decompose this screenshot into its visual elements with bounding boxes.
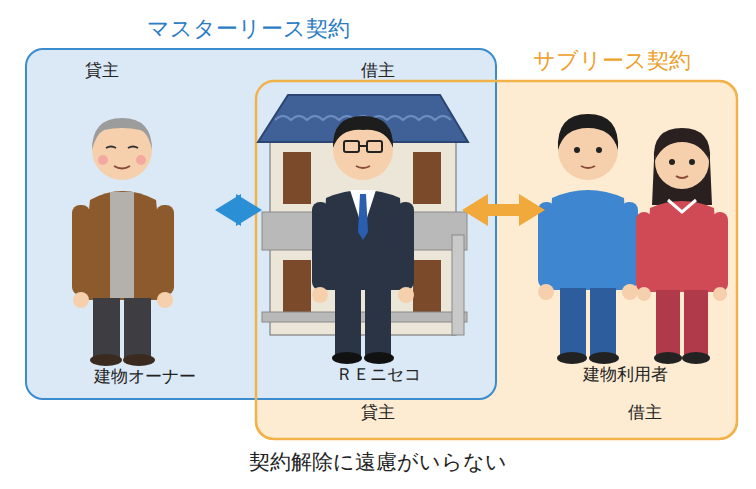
owner-figure-part: [123, 354, 155, 366]
contract-arrow: [215, 194, 262, 226]
owner-figure-part: [92, 120, 152, 180]
owner-figure-part: [110, 192, 134, 298]
apartment-building-part: [452, 235, 464, 335]
apartment-building-part: [275, 116, 451, 120]
agent-figure-part: [312, 202, 329, 290]
agent-figure-part: [350, 190, 376, 230]
user-woman-figure-part: [676, 176, 688, 178]
user-man-figure-part: [546, 190, 630, 290]
user-woman-figure-part: [713, 287, 727, 301]
user-man-figure-part: [558, 120, 618, 180]
owner-figure-part: [72, 205, 90, 295]
role-label: 借主: [361, 60, 395, 80]
role-label: 借主: [628, 402, 662, 422]
region-heading: サブリース契約: [533, 48, 691, 74]
contract-arrow: [462, 194, 545, 226]
user-woman-figure-part: [684, 290, 708, 356]
agent-figure-part: [335, 288, 361, 356]
agent-figure-part: [332, 352, 362, 364]
party-name: ＲＥニセコ: [336, 364, 421, 384]
agent-figure-part: [344, 141, 359, 152]
agent-figure-part: [359, 145, 367, 147]
party-name: 建物利用者: [583, 364, 668, 384]
apartment-building: [258, 95, 468, 335]
owner-figure-part: [106, 147, 138, 149]
user-man-figure-part: [558, 114, 618, 150]
user-woman-figure-part: [636, 212, 652, 292]
agent-figure-part: [358, 194, 368, 240]
user-man-figure-part: [590, 288, 616, 356]
owner-figure-part: [92, 118, 152, 150]
agent-figure-part: [365, 288, 391, 356]
apartment-building-part: [283, 152, 311, 204]
user-man-figure-part: [538, 202, 555, 288]
user-woman-figure-part: [652, 128, 712, 205]
user-man-figure-part: [557, 352, 587, 364]
agent-figure-part: [367, 141, 382, 152]
role-label: 貸主: [361, 402, 395, 422]
sublease-outline: [256, 81, 737, 439]
user-woman-figure-part: [644, 201, 720, 292]
agent-figure-part: [356, 166, 370, 168]
user-woman-figure-part: [654, 352, 682, 364]
agent-figure-part: [333, 120, 393, 180]
apartment-building-part: [258, 95, 468, 142]
owner-node: 貸主建物オーナー: [70, 58, 215, 392]
agent-figure-part: [320, 190, 406, 290]
user-woman-figure-part: [682, 352, 710, 364]
owner-figure-part: [93, 298, 120, 358]
agent-figure-part: [364, 352, 394, 364]
user-woman-figure-part: [655, 132, 709, 160]
diagram-caption: 契約解除に遠慮がいらない: [249, 450, 507, 475]
apartment-building-part: [262, 312, 467, 322]
agent-figure-part: [398, 287, 414, 303]
party-name: 建物オーナー: [94, 366, 196, 386]
user-man-figure-part: [574, 147, 580, 153]
user-man-figure-part: [589, 352, 619, 364]
agent-figure: [312, 116, 414, 364]
apartment-building-part: [270, 135, 456, 335]
owner-figure-part: [98, 155, 108, 165]
owner-figure-part: [90, 354, 122, 366]
user-woman-figure-part: [712, 212, 728, 292]
user-man-figure-part: [538, 284, 554, 300]
role-label: 貸主: [85, 60, 119, 80]
agent-figure-part: [333, 116, 393, 148]
owner-figure-part: [73, 292, 89, 308]
user-woman-figure-part: [669, 159, 675, 165]
user-man-figure-part: [621, 202, 638, 288]
agent-figure-part: [312, 287, 328, 303]
user-man-figure-part: [581, 166, 595, 168]
user-woman-figure: [636, 128, 728, 364]
agent-node: 借主 ＲＥニセコ貸主: [262, 58, 462, 430]
master-lease-region: 貸主建物オーナーマスターリース契約: [25, 48, 497, 400]
apartment-building-part: [283, 260, 311, 312]
owner-figure-part: [114, 166, 130, 169]
user-woman-figure-part: [689, 159, 695, 165]
user-woman-figure-part: [655, 135, 709, 189]
apartment-building-part: [413, 260, 441, 312]
owner-figure-part: [156, 205, 174, 295]
owner-figure-part: [80, 191, 166, 300]
user-man-figure-part: [560, 288, 586, 356]
user-man-figure: [538, 114, 638, 364]
owner-figure-part: [124, 298, 151, 358]
agent-figure-part: [397, 202, 414, 290]
owner-figure-part: [157, 292, 173, 308]
apartment-building-part: [413, 152, 441, 204]
user-woman-figure-part: [637, 287, 651, 301]
owner-figure-part: [136, 155, 146, 165]
owner-figure: [72, 118, 174, 366]
user-woman-figure-part: [656, 290, 680, 356]
apartment-building-part: [262, 212, 467, 250]
user-man-figure-part: [622, 284, 638, 300]
region-heading: マスターリース契約: [147, 16, 350, 42]
user-man-figure-part: [596, 147, 602, 153]
user-node: 建物利用者借主: [545, 100, 735, 430]
user-woman-figure-part: [668, 200, 696, 212]
